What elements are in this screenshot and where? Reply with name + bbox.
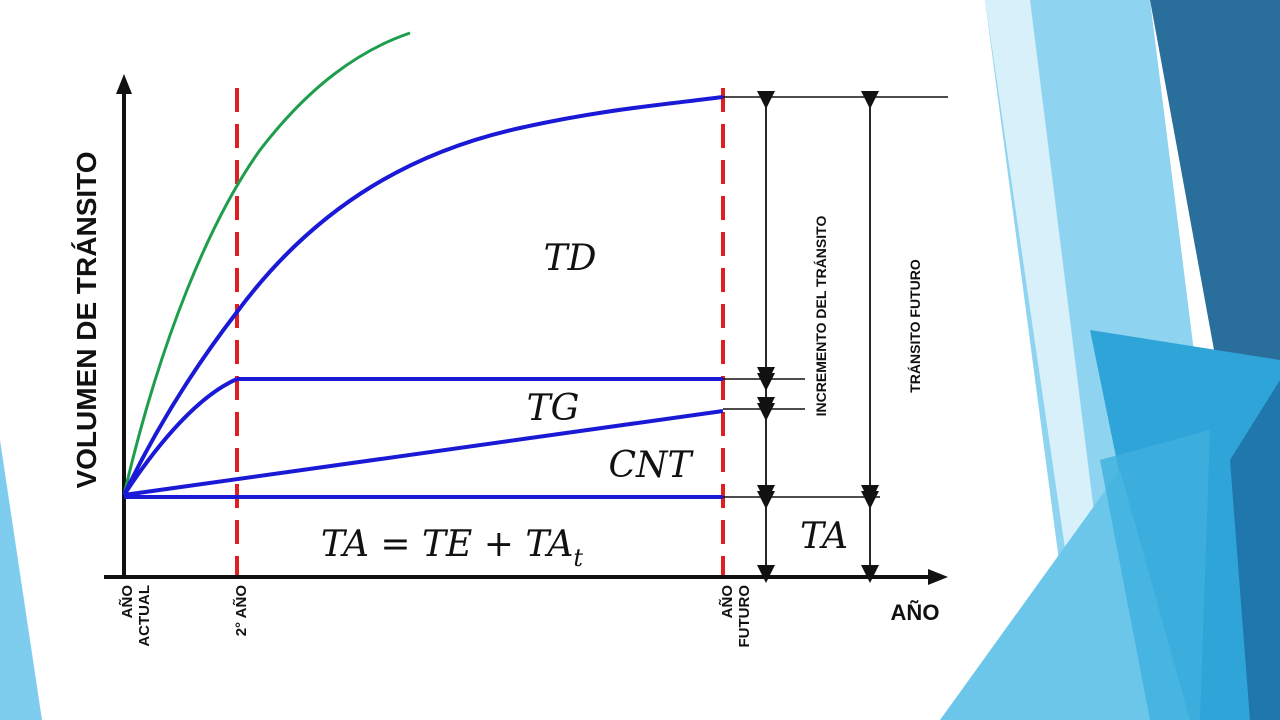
cnt-line [123,409,724,497]
tick-label-second-year: 2° AÑO [232,585,250,637]
region-label-cnt: CNT [608,445,694,486]
tick-actual-line2: ACTUAL [136,585,153,647]
region-label-tg: TG [527,388,580,429]
region-label-td: TD [544,238,597,279]
arrow-right-icon [928,569,948,585]
ta-formula-main: TA = TE + TA [321,524,573,565]
tick-actual-line1: AÑO [118,585,136,619]
tick-label-year-future: AÑO FUTURO [718,585,753,648]
arrow-up-icon [116,74,132,94]
ta-formula-subscript: t [573,544,583,572]
side-label-futuro: TRÁNSITO FUTURO [907,259,923,393]
region-label-ta: TA [800,516,848,557]
tick-label-year-actual: AÑO ACTUAL [118,585,153,647]
x-axis-label: AÑO [891,600,940,625]
region-label-ta-formula: TA = TE + TAt [321,524,583,572]
green-growth-curve [122,31,411,496]
side-label-incremento: INCREMENTO DEL TRÁNSITO [813,216,829,417]
tick-future-line1: AÑO [718,585,736,619]
y-axis-label: VOLUMEN DE TRÁNSITO [71,151,102,488]
bg-shape-left-sliver [0,440,42,720]
td-curve [122,95,724,496]
bg-shape-dark-top [1150,0,1280,410]
tg-curve [122,377,238,497]
tick-future-line2: FUTURO [736,585,753,648]
tick-second-line: 2° AÑO [232,585,250,637]
bg-shape-dark-bottom [1230,380,1280,720]
bg-shape-lower-cyan [1100,430,1210,720]
